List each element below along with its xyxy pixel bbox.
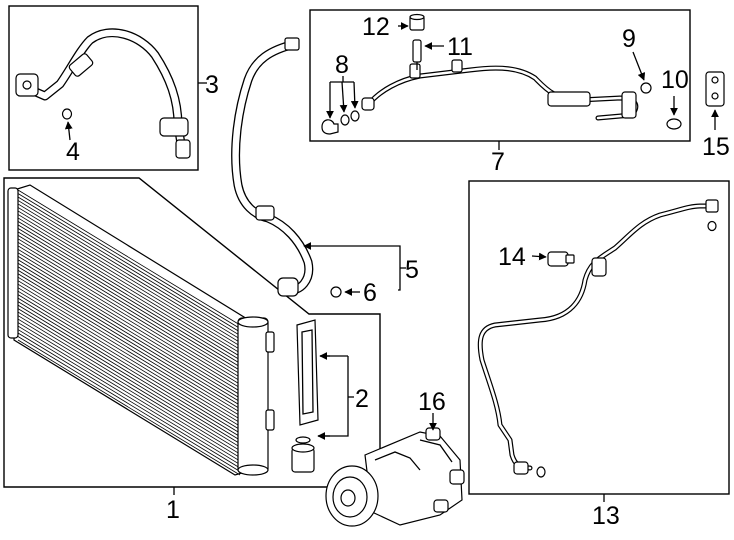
callout-10: 10 xyxy=(661,66,689,94)
condenser-fin xyxy=(17,259,241,396)
condenser-fin xyxy=(17,273,241,410)
condenser-fin xyxy=(17,332,241,469)
callout-7: 7 xyxy=(491,148,505,176)
condenser-fin xyxy=(17,339,241,476)
condenser-fin xyxy=(17,193,241,329)
condenser-fin xyxy=(17,217,241,354)
callout-14: 14 xyxy=(498,243,526,271)
callout-8: 8 xyxy=(335,51,349,79)
condenser-fin xyxy=(17,224,241,361)
condenser-fin xyxy=(17,255,241,392)
compressor-part-16 xyxy=(325,427,465,527)
condenser-fin xyxy=(17,266,241,403)
callout-12: 12 xyxy=(362,13,390,41)
condenser-fin xyxy=(17,304,241,441)
callout-16: 16 xyxy=(418,388,446,416)
condenser-fin xyxy=(17,297,241,434)
leader-8-b xyxy=(339,81,348,113)
condenser-fin xyxy=(17,290,241,427)
condenser-fin xyxy=(17,301,241,437)
condenser-fin xyxy=(17,231,241,368)
condenser-fin xyxy=(17,315,241,451)
condenser-fin xyxy=(17,210,241,347)
condenser-fin xyxy=(17,241,241,378)
condenser-fin xyxy=(17,329,241,465)
callout-9: 9 xyxy=(622,25,636,53)
condenser-fin xyxy=(17,294,241,430)
callout-4: 4 xyxy=(66,138,80,166)
callout-1: 1 xyxy=(166,496,180,524)
o-ring-part-6 xyxy=(330,286,342,298)
callout-11: 11 xyxy=(447,33,473,61)
condenser-fin xyxy=(17,287,241,424)
condenser-fin xyxy=(17,252,241,389)
condenser-fin xyxy=(17,276,241,413)
condenser-fin xyxy=(17,207,241,343)
condenser-fin xyxy=(17,203,241,340)
condenser-fin xyxy=(17,283,241,420)
inset-box-hose-3 xyxy=(8,5,199,171)
condenser-fin xyxy=(17,308,241,444)
condenser-fin xyxy=(17,189,241,326)
leader-14 xyxy=(531,252,547,261)
valve-core-part-11 xyxy=(412,39,422,70)
o-ring-part-4 xyxy=(61,108,73,120)
condenser-fin xyxy=(17,311,241,448)
condenser-fin xyxy=(17,336,241,472)
condenser-fin xyxy=(17,200,241,336)
inset-box-tube-7 xyxy=(309,9,691,142)
condenser-box-outline xyxy=(3,177,381,488)
condenser-fin xyxy=(17,214,241,350)
condenser-fin xyxy=(17,325,241,462)
inset-box-tube-13 xyxy=(468,180,730,495)
suction-tube-part-13 xyxy=(477,199,719,475)
condenser-fin xyxy=(17,245,241,382)
condenser-fin xyxy=(17,235,241,371)
condenser-fin xyxy=(17,248,241,385)
condenser-fin xyxy=(17,262,241,399)
o-ring-13b xyxy=(536,466,546,478)
liquid-tube-part-7 xyxy=(361,59,639,121)
callout-3: 3 xyxy=(205,71,219,99)
bolt-part-12 xyxy=(409,13,425,31)
condenser-part-1 xyxy=(7,184,275,476)
o-ring-part-10 xyxy=(666,118,682,130)
condenser-fin xyxy=(17,238,241,375)
leader-2 xyxy=(318,355,349,437)
leader-5-bracket xyxy=(398,245,401,291)
condenser-fin xyxy=(17,196,241,333)
callout-5: 5 xyxy=(405,256,419,284)
leader-9 xyxy=(632,51,646,81)
callout-6: 6 xyxy=(363,279,377,307)
condenser-fin xyxy=(17,280,241,417)
suction-hose-part-3 xyxy=(15,28,191,159)
condenser-fin xyxy=(17,269,241,406)
callout-13: 13 xyxy=(592,502,620,530)
condenser-fin xyxy=(17,221,241,357)
o-ring-part-9 xyxy=(640,82,652,94)
discharge-hose-part-5 xyxy=(231,37,314,297)
condenser-fin xyxy=(17,228,241,364)
o-ring-13a xyxy=(707,220,717,232)
o-rings-part-8 xyxy=(321,110,360,135)
expansion-valve-part-15 xyxy=(705,71,725,107)
leader-4 xyxy=(64,121,73,141)
leader-8-c xyxy=(350,81,359,109)
drier-part-2 xyxy=(291,319,319,473)
callout-2: 2 xyxy=(355,385,369,413)
condenser-fin xyxy=(17,318,241,455)
callout-15: 15 xyxy=(702,133,730,161)
pressure-switch-part-14 xyxy=(547,251,575,267)
condenser-fin xyxy=(17,322,241,458)
